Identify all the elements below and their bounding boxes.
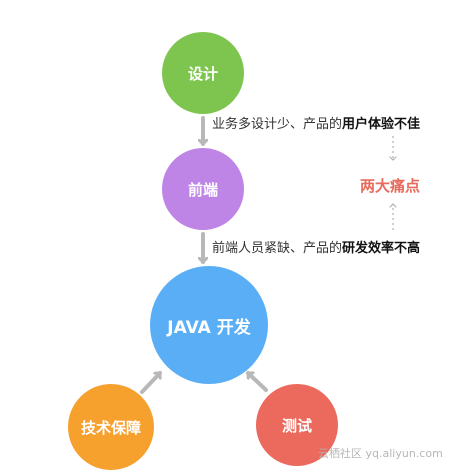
- node-java: JAVA 开发: [150, 266, 268, 384]
- note-2-prefix: 前端人员紧缺、产品的: [212, 241, 343, 256]
- note-1-emphasis: 用户体验不佳: [342, 117, 421, 132]
- node-tech-support: 技术保障: [68, 384, 154, 470]
- watermark: 云栖社区 yq.aliyun.com: [318, 447, 443, 460]
- node-test-label: 测试: [281, 416, 312, 435]
- node-java-label: JAVA 开发: [167, 317, 251, 338]
- node-design: 设计: [162, 32, 244, 114]
- node-frontend-label: 前端: [187, 180, 218, 199]
- node-design-label: 设计: [187, 64, 218, 83]
- note-1-prefix: 业务多设计少、产品的: [212, 117, 343, 132]
- note-user-experience: 业务多设计少、产品的用户体验不佳: [212, 113, 420, 132]
- node-tech-label: 技术保障: [80, 418, 141, 437]
- node-test: 测试: [256, 384, 338, 466]
- pain-points-label: 两大痛点: [360, 177, 421, 195]
- arrow-tech-to-java: [140, 371, 162, 394]
- note-dev-efficiency: 前端人员紧缺、产品的研发效率不高: [212, 237, 420, 256]
- note-2-emphasis: 研发效率不高: [342, 241, 421, 256]
- node-frontend: 前端: [162, 148, 244, 230]
- arrow-test-to-java: [246, 371, 268, 392]
